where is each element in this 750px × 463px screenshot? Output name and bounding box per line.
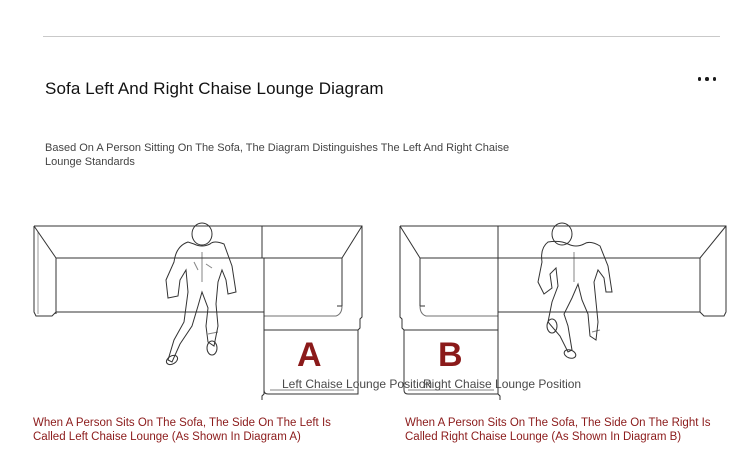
diagram-a-letter: A	[297, 336, 322, 374]
diagram-b-sofa-illustration	[398, 222, 730, 400]
diagram-a-position-label: Left Chaise Lounge Position	[282, 377, 433, 391]
diagram-b-caption: When A Person Sits On The Sofa, The Side…	[405, 417, 711, 443]
diagram-b-position-label: Right Chaise Lounge Position	[423, 377, 582, 391]
top-divider	[43, 36, 720, 37]
more-horizontal-icon	[697, 77, 702, 81]
diagram-b-letter: B	[438, 336, 463, 374]
page-subtitle: Based On A Person Sitting On The Sofa, T…	[45, 142, 510, 168]
more-options-button[interactable]	[690, 70, 724, 88]
diagram-a-sofa-illustration	[32, 222, 367, 400]
page-title: Sofa Left And Right Chaise Lounge Diagra…	[45, 79, 384, 98]
diagram-a-caption: When A Person Sits On The Sofa, The Side…	[33, 417, 331, 443]
